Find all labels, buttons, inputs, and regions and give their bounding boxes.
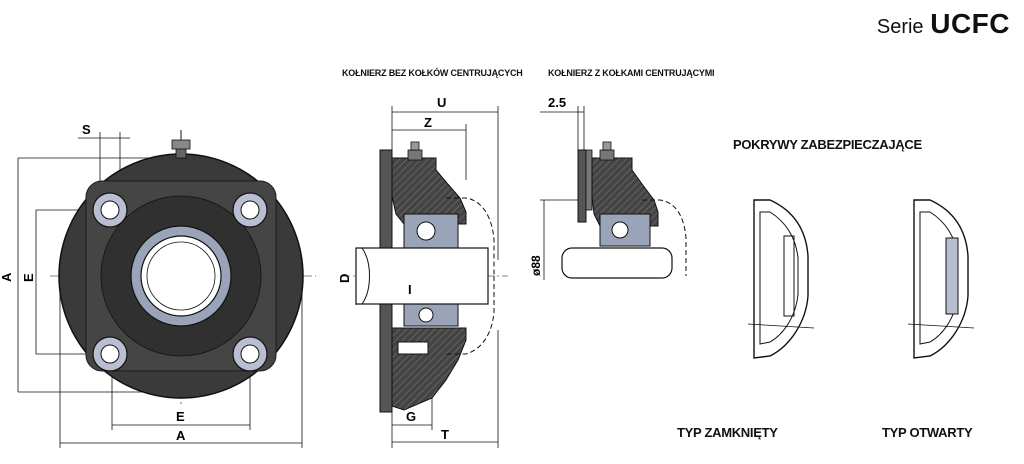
front-view: A E S E A	[0, 122, 316, 448]
dim-label-diameter: ø88	[529, 255, 543, 276]
housing-section-lower	[391, 327, 467, 411]
pilot-shaft	[561, 247, 673, 279]
open-cover-label: TYP OTWARTY	[882, 425, 973, 440]
dim-label-a-bottom: A	[176, 428, 186, 443]
dim-label-a-vertical: A	[0, 272, 14, 282]
open-cover-drawing	[907, 199, 975, 359]
pilot-housing-section	[591, 157, 659, 227]
dim-label-s: S	[82, 122, 91, 137]
bolt-hole	[92, 192, 128, 228]
dim-label-u: U	[437, 95, 446, 110]
housing-section-upper	[391, 157, 467, 225]
dim-label-offset: 2.5	[548, 95, 566, 110]
shaft	[355, 247, 489, 305]
closed-cover-drawing	[747, 199, 815, 359]
pilot-ring	[585, 149, 593, 211]
cover-outline-dashed-lower	[446, 276, 495, 355]
dim-label-e-vertical: E	[21, 273, 36, 282]
shaft-bore	[146, 241, 216, 311]
grease-nipple-icon	[599, 141, 615, 161]
dim-label-i: I	[408, 282, 412, 297]
dim-label-e-bottom: E	[176, 409, 185, 424]
series-title: Serie UCFC	[877, 8, 1010, 40]
grease-nipple-icon	[171, 130, 191, 159]
cover-outline-dashed-upper	[446, 197, 495, 276]
series-prefix: Serie	[876, 16, 924, 38]
dim-label-t: T	[441, 427, 449, 442]
closed-cover-label: TYP ZAMKNIĘTY	[677, 425, 778, 440]
pilot-plate	[577, 149, 587, 223]
side-section-view: U Z D I G T	[337, 95, 508, 448]
grease-nipple-icon	[407, 141, 423, 161]
pilot-cover-outline-dashed	[642, 199, 687, 276]
dim-label-g: G	[406, 409, 416, 424]
set-screw	[397, 341, 429, 355]
covers-title: POKRYWY ZABEZPIECZAJĄCE	[733, 137, 922, 152]
dim-label-d: D	[337, 274, 352, 283]
bolt-hole	[232, 192, 268, 228]
pilot-flange-view: 2.5 ø88	[529, 95, 687, 280]
bolt-hole	[232, 336, 268, 372]
bolt-holes	[92, 192, 268, 372]
caption-flange-without-pins: KOŁNIERZ BEZ KOŁKÓW CENTRUJĄCYCH	[342, 68, 523, 78]
series-name: UCFC	[930, 8, 1010, 39]
bolt-hole	[92, 336, 128, 372]
dim-label-z: Z	[424, 115, 432, 130]
caption-flange-with-pins: KOŁNIERZ Z KOŁKAMI CENTRUJĄCYMI	[548, 68, 715, 78]
